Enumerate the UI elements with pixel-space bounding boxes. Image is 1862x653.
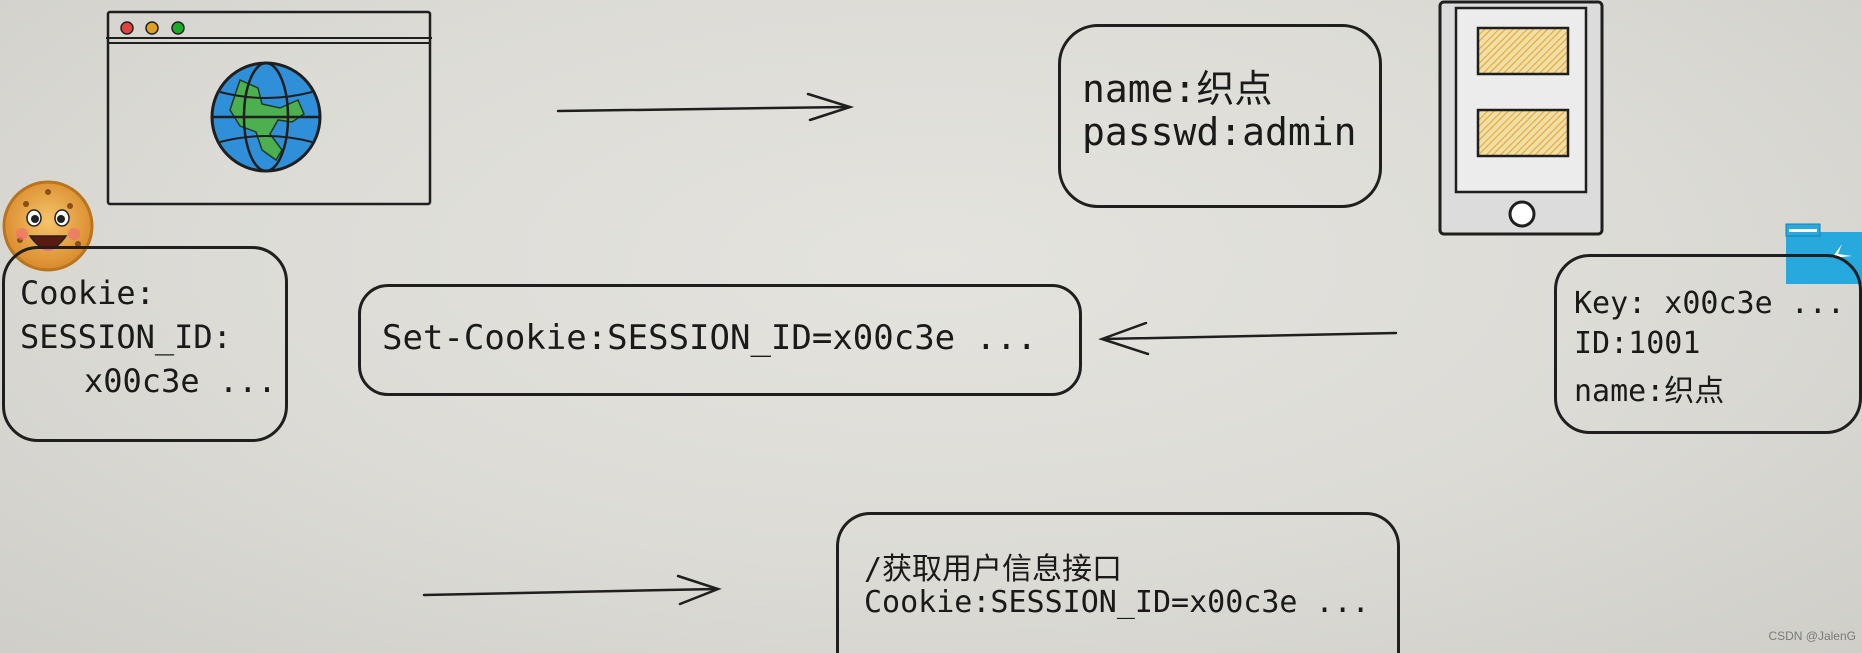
folder-icon xyxy=(1785,223,1862,284)
cookie-label-text: Cookie: xyxy=(20,274,155,312)
browser-window xyxy=(106,10,432,206)
watermark-text: CSDN @JalenG xyxy=(1768,629,1856,643)
user-info-request-box xyxy=(836,512,1400,653)
set-cookie-text: Set-Cookie:SESSION_ID=x00c3e ... xyxy=(382,318,1038,358)
set-cookie-box xyxy=(358,284,1082,396)
session-key-text: Key: x00c3e ... xyxy=(1574,286,1845,321)
cookie-box xyxy=(2,246,288,442)
phone-server-icon xyxy=(1438,0,1604,236)
arrow-browser-to-server xyxy=(556,92,855,122)
cookie-session-id-value: x00c3e ... xyxy=(84,362,277,400)
session-store-box xyxy=(1554,254,1862,434)
arrow-server-to-browser xyxy=(1098,321,1398,356)
arrow-request-user-info xyxy=(422,574,722,606)
browser-close-dot xyxy=(120,21,134,35)
session-name-text: name:织点 xyxy=(1574,374,1725,409)
globe-icon xyxy=(210,61,322,173)
user-info-endpoint-text: /获取用户信息接口 xyxy=(864,552,1123,587)
session-id-text: ID:1001 xyxy=(1574,326,1701,361)
login-passwd-text: passwd:admin xyxy=(1082,110,1357,154)
cookie-session-id-label: SESSION_ID: xyxy=(20,318,232,356)
user-info-cookie-text: Cookie:SESSION_ID=x00c3e ... xyxy=(864,585,1370,620)
login-request-box xyxy=(1058,24,1382,208)
browser-maximize-dot xyxy=(171,21,185,35)
login-name-text: name:织点 xyxy=(1082,67,1273,111)
browser-minimize-dot xyxy=(145,21,159,35)
